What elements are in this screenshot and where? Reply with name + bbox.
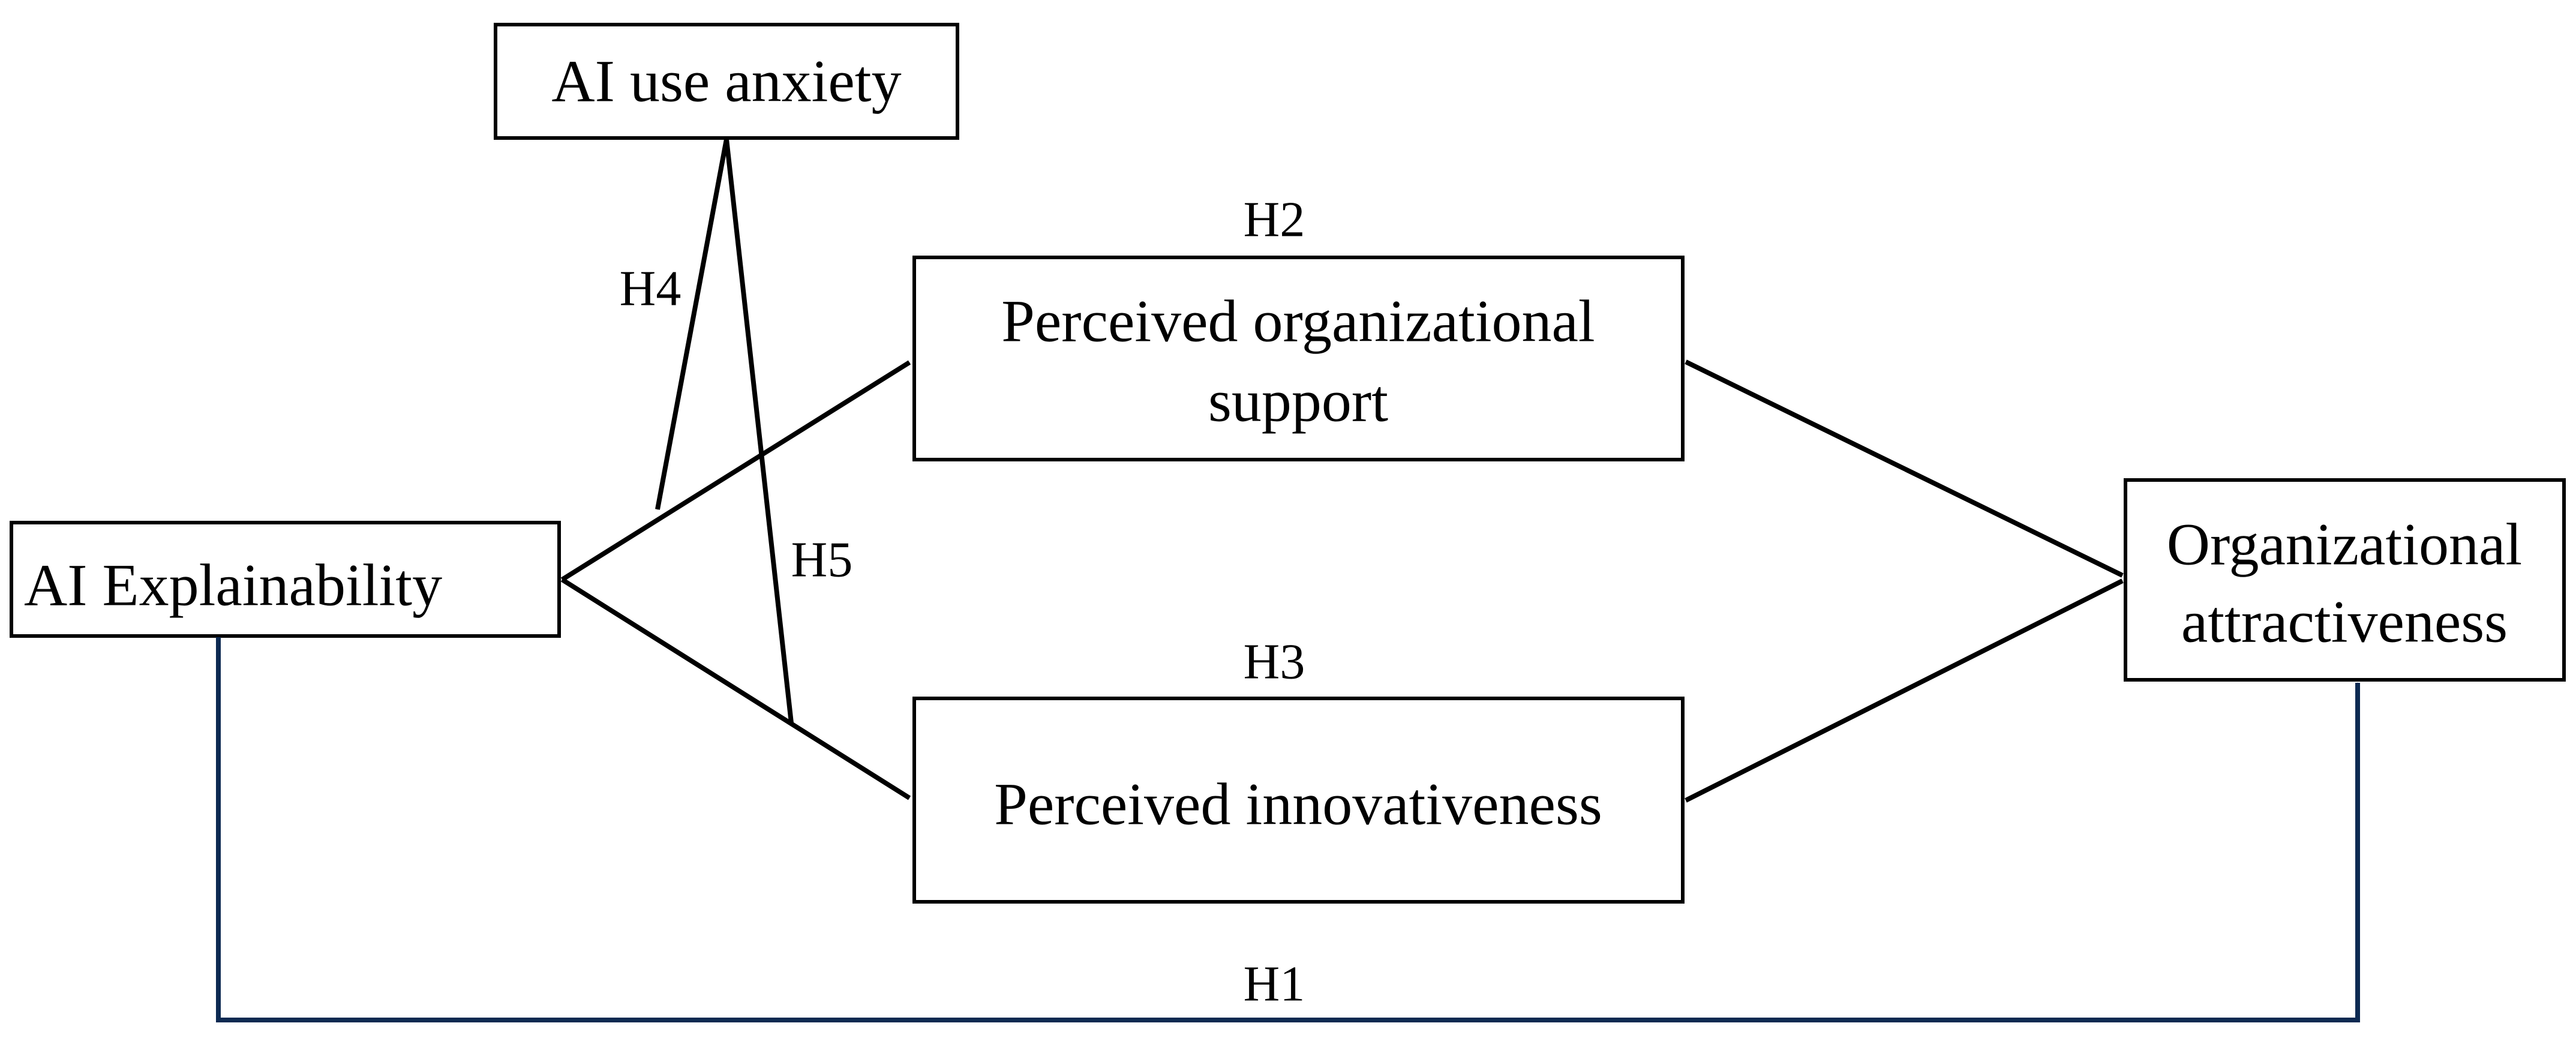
hypothesis-label-h5: H5 — [791, 532, 853, 588]
arrow-anxiety-moderation-h4 — [655, 139, 729, 510]
hypothesis-label-h4: H4 — [620, 261, 681, 317]
arrow-explainability-to-innovativeness — [560, 577, 911, 800]
arrow-explainability-to-attractiveness-direct — [216, 637, 2360, 1022]
arrow-anxiety-moderation-h5 — [724, 139, 794, 724]
node-perceived-innovativeness-label: Perceived innovativeness — [994, 771, 1602, 838]
node-perceived-innovativeness: Perceived innovativeness — [912, 697, 1685, 904]
node-ai-explainability-label: AI Explainability — [24, 552, 442, 619]
node-ai-use-anxiety: AI use anxiety — [494, 23, 959, 140]
node-organizational-attractiveness-line-2: attractiveness — [2181, 589, 2508, 655]
node-perceived-organizational-support-line-2: support — [1208, 368, 1388, 434]
arrow-support-to-attractiveness — [1685, 359, 2124, 578]
node-organizational-attractiveness-line-1: Organizational — [2167, 511, 2522, 578]
node-perceived-organizational-support: Perceived organizational support — [912, 256, 1685, 461]
hypothesis-label-h1: H1 — [1244, 956, 1305, 1012]
hypothesis-label-h2: H2 — [1244, 192, 1305, 248]
node-perceived-organizational-support-line-1: Perceived organizational — [1001, 288, 1595, 355]
arrow-innovativeness-to-attractiveness — [1685, 578, 2124, 803]
arrow-explainability-to-support — [560, 360, 911, 582]
node-organizational-attractiveness: Organizational attractiveness — [2124, 478, 2566, 682]
node-ai-use-anxiety-label: AI use anxiety — [551, 48, 901, 115]
node-ai-explainability: AI Explainability — [10, 521, 561, 638]
hypothesis-label-h3: H3 — [1244, 634, 1305, 690]
